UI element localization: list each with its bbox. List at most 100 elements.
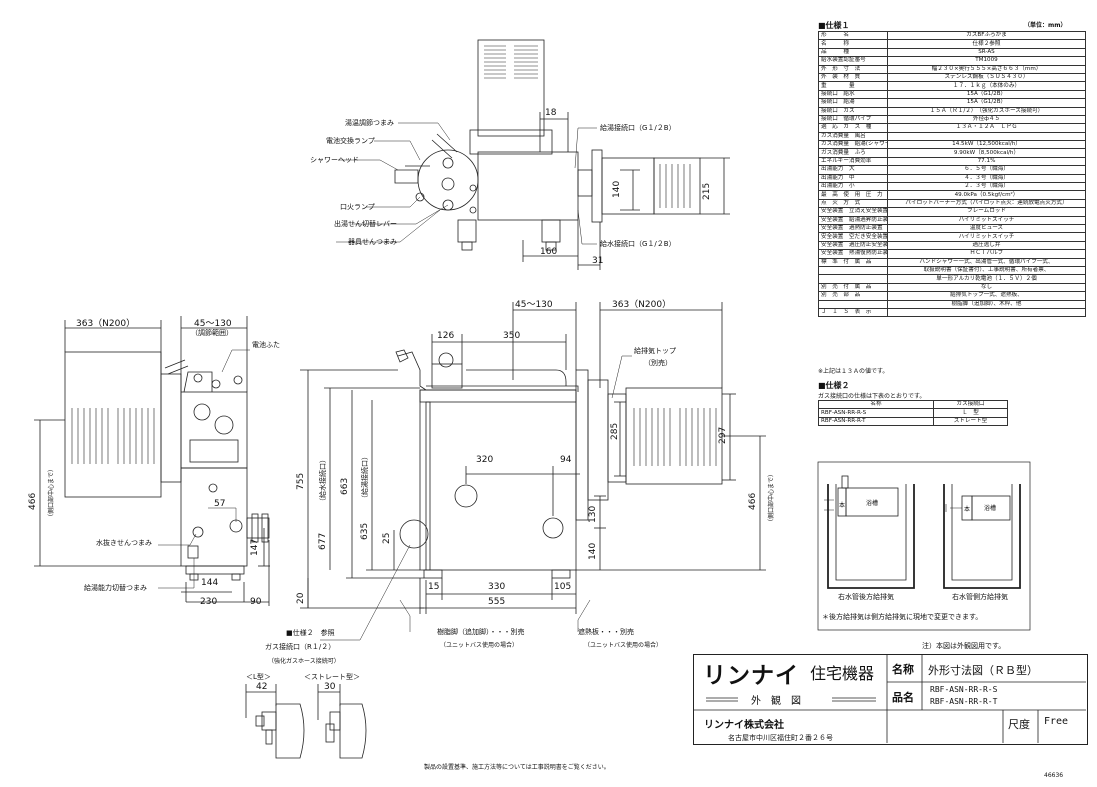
spec1-row: 安全装置 給湯過昇防止装置ハイリミットスイッチ (818, 215, 1086, 226)
dim-144: 144 (201, 578, 219, 588)
straight-dim: 30 (324, 682, 336, 692)
gas-inlet: ガス接続口（R１/２） (265, 643, 336, 651)
install-caption-2: 右水管側方給排気 (952, 593, 1008, 601)
unit-label-1: 本 (839, 502, 846, 509)
dim-147: 147 (250, 538, 260, 556)
spec1-value: 15A（G1/2B） (887, 98, 1086, 108)
label-battery-lamp: 電池交換ランプ (326, 137, 375, 145)
dim-635-note: （給湯接続口） (361, 453, 369, 502)
footer-note: 製品の設置基準、施工方法等については工事説明書をご覧ください。 (424, 764, 610, 771)
spec1-key: 外 装 材 質 (818, 72, 888, 83)
spec1-row: 樹脂脚（追加脚）、木枠、他 (818, 299, 1086, 309)
spec1-value: 樹脂脚（追加脚）、木枠、他 (887, 299, 1086, 309)
side-view (34, 316, 270, 606)
spec1-value: １５Ａ（Ｒ１/２） （強化ガスホース接続可） (887, 106, 1086, 116)
l-dim: 42 (256, 682, 268, 692)
spec1-key: 給水装置認証番号 (818, 56, 888, 66)
scale-label: 尺度 (1008, 718, 1030, 731)
spec1-value: １７．１ｋｇ（本体のみ） (887, 81, 1086, 91)
label-hot-outlet: 給湯接続口（G１/２B） (600, 124, 676, 132)
spec1-key: 適 応 ガ ス 種 (818, 123, 888, 133)
view-label: 外 観 図 (751, 696, 801, 707)
label-water-inlet: 給水接続口（G１/２B） (600, 240, 676, 248)
spec1-value: 幅２３０×奥行５５５×高さ６６３（mm） (887, 64, 1086, 74)
spec1-value: SR-AS (887, 47, 1086, 58)
spec1-key (818, 274, 888, 284)
dim-140-front: 140 (588, 542, 598, 560)
label-appliance-knob: 器具せんつまみ (348, 238, 397, 246)
spec1-row: Ｊ Ｉ Ｓ 表 示 (818, 307, 1086, 318)
dim-363-front: 363（N200） (612, 300, 672, 310)
spec1-key: ガス消費量 給湯(シャワー) (818, 140, 888, 150)
spec2-note: ガス接続口の仕様は下表のとおりです。 (818, 393, 926, 400)
spec1-row: 名 称仕様２参照 (818, 39, 1086, 49)
dim-45-130-side: 45～130 (194, 319, 232, 329)
dim-363-side: 363（N200） (76, 319, 136, 329)
label-drain-knob: 水抜きせんつまみ (96, 539, 152, 547)
spec1-key: 安全装置 給湯過昇防止装置 (818, 215, 888, 226)
spec1-value: 過圧逃し弁 (887, 240, 1086, 251)
install-footnote: ＊後方給排気は側方給排気に現地で変更できます。 (822, 613, 983, 621)
spec1-value: ４．３号（職海） (887, 173, 1086, 184)
dim-130: 130 (588, 505, 598, 523)
label-battery-cover: 電池ふた (252, 341, 280, 349)
spec1-row: 安全装置 過圧防止安全装置過圧逃し弁 (818, 240, 1086, 251)
spec1-key: ガス消費量 ふろ (818, 148, 888, 158)
dim-330: 330 (488, 582, 506, 592)
dim-350: 350 (503, 331, 521, 341)
dim-20: 20 (296, 592, 306, 604)
install-figures (817, 461, 1031, 631)
brand-sub: 住宅機器 (810, 664, 875, 683)
spec1-value: 77.1% (887, 156, 1086, 167)
spec1-value: １３Ａ・１２Ａ ＬＰＧ (887, 123, 1086, 133)
dim-15: 15 (428, 582, 440, 592)
spec1-row: 外 装 材 質ステンレス鋼板（ＳＵＳ４３０） (818, 72, 1086, 83)
spec1-row: 外 形 寸 法幅２３０×奥行５５５×高さ６６３（mm） (818, 64, 1086, 74)
spec1-row: 安全装置 立消え安全装置フレームロッド (818, 207, 1086, 217)
spec1-value: フレームロッド (887, 207, 1086, 217)
spec1-key: 別 売 付 属 品 (818, 282, 888, 293)
dim-466-front-note: （側口部中心まで） (768, 470, 775, 525)
spec1-value: 49.0kPa（0.5kgf/cm²） (887, 190, 1086, 200)
spec1-unit: （単位：mm） (1024, 22, 1067, 29)
dim-466-front: 466 (748, 492, 758, 510)
spec1-key: 形 名 (818, 30, 888, 41)
spec1-key: 最 高 使 用 圧 力 (818, 190, 888, 200)
dim-160: 160 (540, 247, 558, 257)
brand-logo: リンナイ (703, 663, 799, 689)
connector-insets (245, 684, 367, 759)
spec2-header-gas: ガス接続口 (933, 399, 1008, 410)
spec1-key: 接続口 ガス (818, 106, 888, 116)
spec1-key: 安全装置 熱湯復熱防止装置 (818, 249, 888, 259)
dim-285: 285 (610, 422, 620, 440)
label-exhaust-top: 給排気トップ (634, 347, 676, 355)
spec1-key: 標 準 付 属 品 (818, 257, 888, 267)
title-block-lines (693, 654, 1086, 743)
gas-inlet-note: （強化ガスホース接続可） (268, 658, 340, 665)
spec1-value: 15A（G1/2B） (887, 89, 1086, 100)
spec1-key: 別 売 部 品 (818, 291, 888, 301)
spec1-row: 別 売 付 属 品なし (818, 282, 1086, 293)
spec1-key: 安全装置 立消え安全装置 (818, 207, 888, 217)
front-view (300, 302, 766, 641)
dim-663: 663 (340, 477, 350, 495)
spec1-note: ※上記は１３Ａの値です。 (818, 368, 889, 375)
spec1-key: ガス消費量 風呂 (818, 131, 888, 142)
spec1-value: パイロットバーナー方式（パイロット点火：連続放電点火方式） (887, 198, 1086, 209)
doc-number: 46636 (1044, 772, 1064, 779)
spec2-row-name: RBF-ASN-RR-R-S (818, 408, 934, 418)
spec1-value: ハンドシャワー一式、出湯管一式、循環パイプ一式、 (887, 257, 1086, 267)
spec1-key: 出湯能力 大 (818, 165, 888, 175)
spec1-row: ガス消費量 給湯(シャワー)14.5kW（12,500kcal/h） (818, 140, 1086, 150)
adjust-range: （調節範囲） (191, 329, 233, 337)
spec1-key: 接続口 循環パイプ (818, 114, 888, 125)
dim-466-side: 466 (28, 492, 38, 510)
product-label: 品名 (892, 691, 914, 704)
